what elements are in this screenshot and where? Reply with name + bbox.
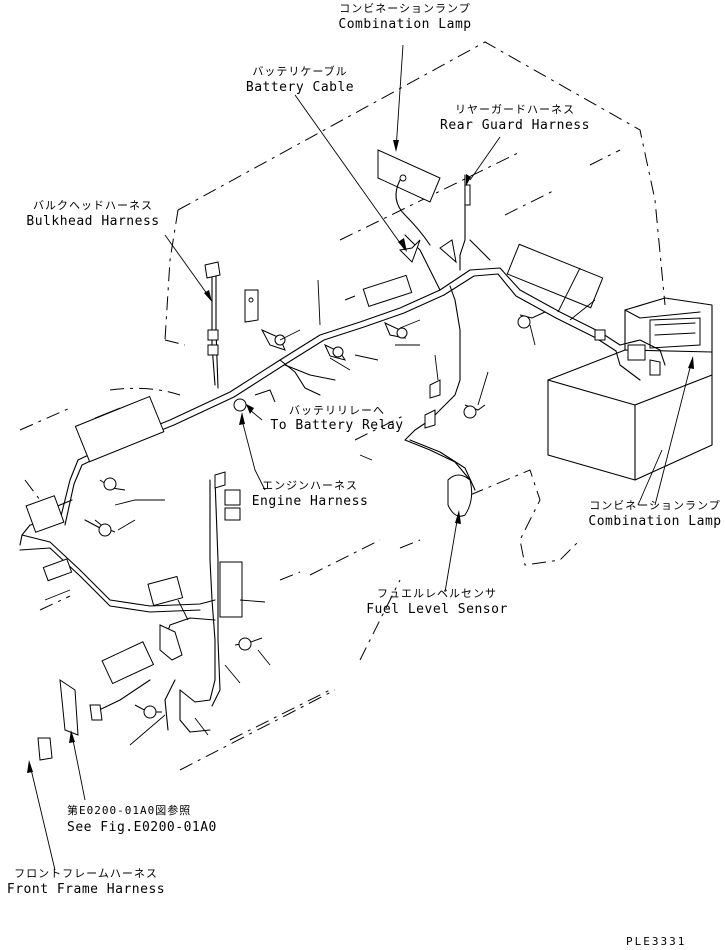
front-frame-harness-jp: フロントフレームハーネス — [14, 867, 158, 880]
fuel-level-sensor-jp: フュエルレベルセンサ — [377, 587, 497, 600]
fuel-level-sensor-en: Fuel Level Sensor — [366, 602, 508, 617]
engine-harness-jp: エンジンハーネス — [262, 479, 358, 492]
bulkhead-harness-jp: バルクヘッドハーネス — [33, 199, 153, 212]
see-fig-jp: 第E0200-01A0図参照 — [67, 804, 192, 817]
to-battery-relay-jp: バッテリリレーへ — [289, 404, 385, 417]
rear-guard-harness-en: Rear Guard Harness — [440, 118, 590, 133]
combination-lamp-right-en: Combination Lamp — [588, 514, 722, 529]
battery-box — [547, 297, 713, 481]
small-parts — [25, 184, 661, 761]
combination-lamp-top — [377, 149, 441, 246]
see-fig-en: See Fig.E0200-01A0 — [67, 820, 217, 835]
leader-arrows — [27, 44, 694, 871]
front-frame-harness-en: Front Frame Harness — [6, 882, 166, 897]
battery-cable-jp: バッテリケーブル — [252, 65, 348, 78]
main-harness — [19, 174, 666, 733]
battery-cable-en: Battery Cable — [245, 80, 355, 95]
combination-lamp-top-en: Combination Lamp — [338, 17, 472, 32]
engine-harness-en: Engine Harness — [251, 494, 369, 509]
drawing-number: PLE3331 — [626, 935, 687, 948]
combination-lamp-right-jp: コンビネーションランプ — [589, 499, 721, 512]
rear-guard-harness-jp: リヤーガードハーネス — [455, 103, 575, 116]
bulkhead-harness-en: Bulkhead Harness — [26, 214, 160, 229]
to-battery-relay-en: To Battery Relay — [270, 418, 404, 433]
callout-lines — [44, 267, 596, 746]
combination-lamp-top-jp: コンビネーションランプ — [339, 2, 471, 15]
